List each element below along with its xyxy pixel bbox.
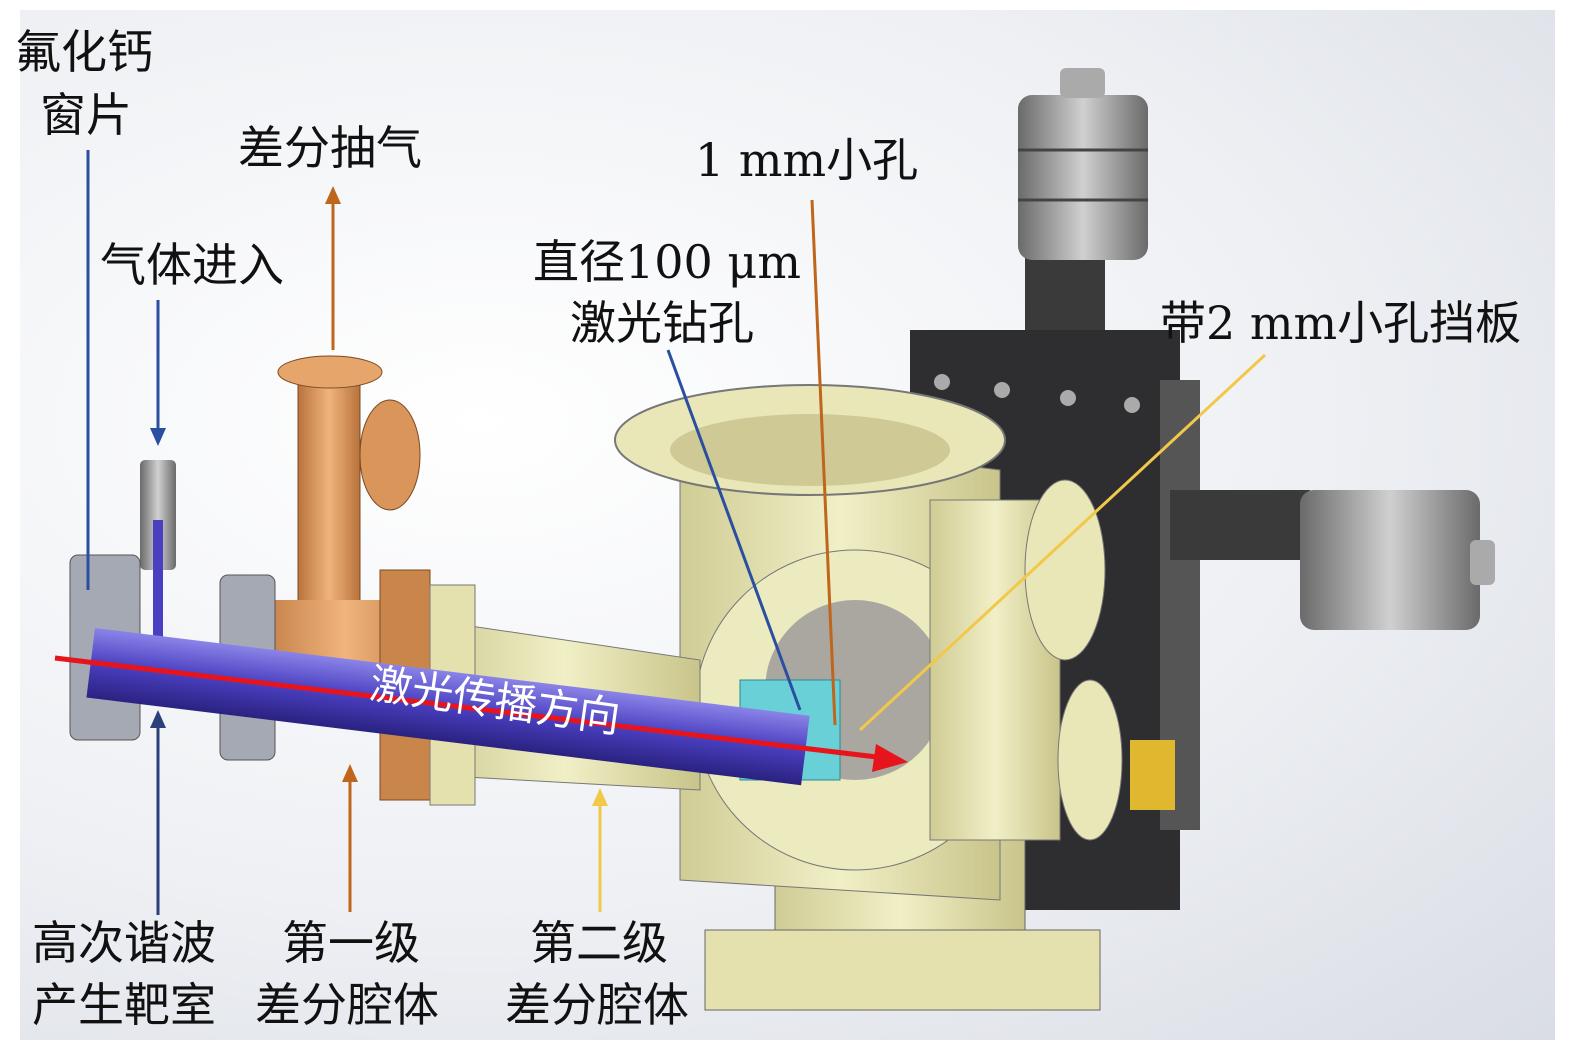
label-caf2-window-line1: 氟化钙 — [15, 25, 153, 79]
label-gas-inlet: 气体进入 — [100, 238, 284, 292]
label-hhg-chamber-line2: 产生靶室 — [32, 978, 216, 1032]
label-stage1-line1: 第一级 — [282, 916, 420, 970]
laser-beam-arrow — [54, 655, 908, 772]
label-caf2-window-line2: 窗片 — [40, 88, 132, 142]
label-stage1-line2: 差分腔体 — [255, 978, 439, 1032]
label-laser-drill-line1: 直径100 μm — [533, 235, 801, 289]
label-laser-drill-line2: 激光钻孔 — [570, 296, 754, 350]
gas-inlet-fitting — [140, 460, 176, 640]
label-stage2-line2: 差分腔体 — [505, 978, 689, 1032]
label-diff-pumping: 差分抽气 — [238, 121, 422, 175]
baffle-pointer — [858, 353, 1267, 732]
label-hole-1mm: 1 mm小孔 — [695, 133, 919, 187]
side-actuator — [1300, 490, 1495, 630]
label-hhg-chamber-line1: 高次谐波 — [32, 916, 216, 970]
hole-1mm-pointer — [810, 199, 837, 726]
label-stage2-line1: 第二级 — [530, 916, 668, 970]
top-actuator — [1018, 68, 1148, 260]
label-baffle-2mm: 带2 mm小孔挡板 — [1160, 296, 1522, 350]
laser-drill-pointer — [666, 349, 802, 711]
